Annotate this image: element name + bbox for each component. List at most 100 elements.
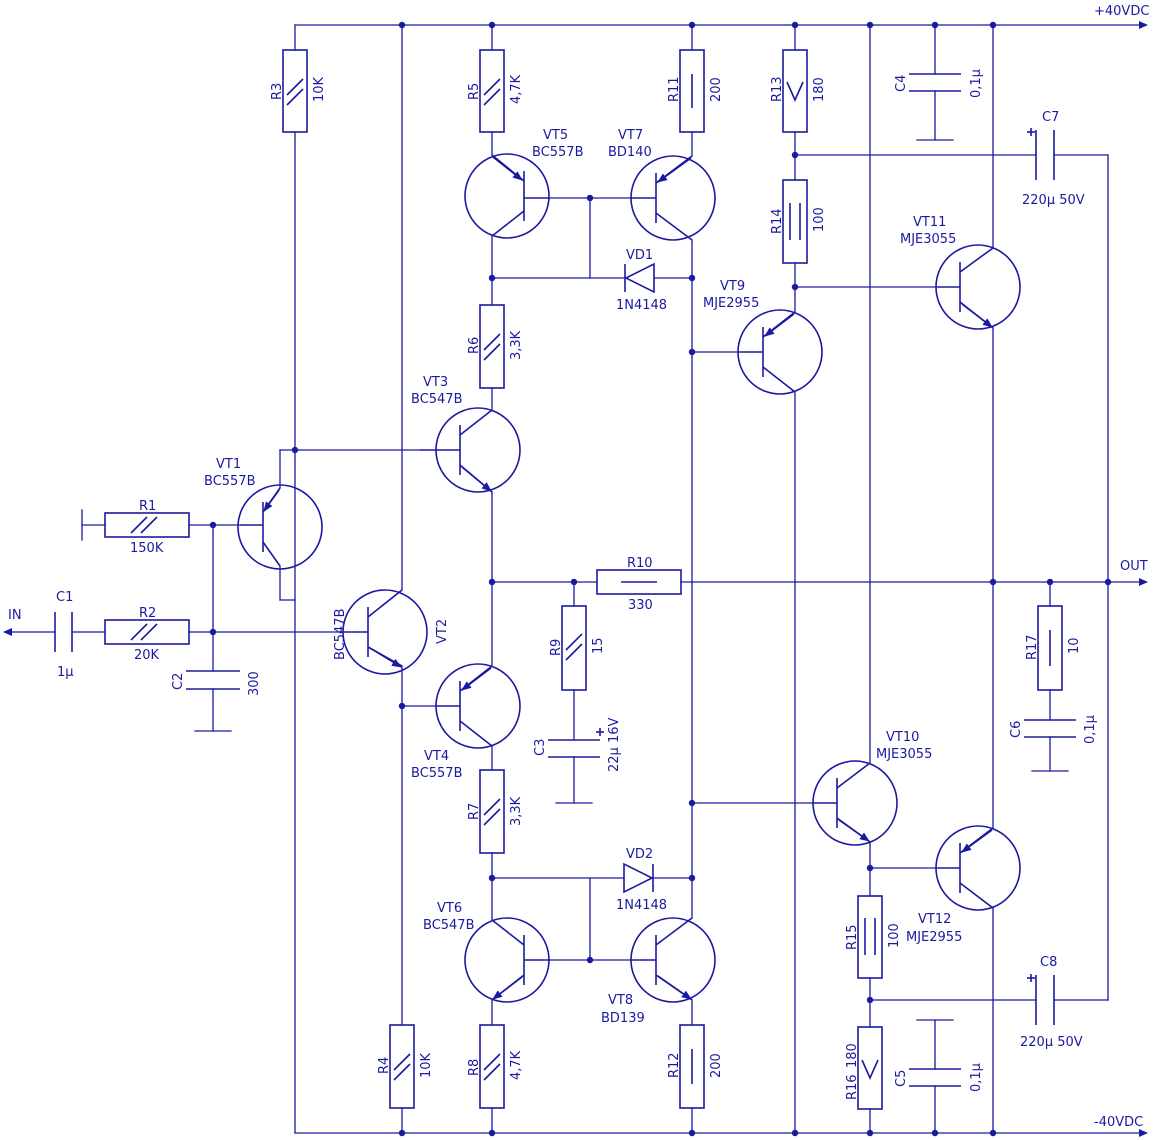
- junction-dot: [291, 446, 299, 454]
- junction-dot: [688, 874, 696, 882]
- transistor-vt1[interactable]: [237, 484, 323, 570]
- junction-dot: [586, 956, 594, 964]
- capacitor-c6[interactable]: [1024, 719, 1076, 738]
- resistor-r15[interactable]: [857, 895, 883, 979]
- transistor-vt5[interactable]: [464, 153, 550, 239]
- junction-dot: [688, 1129, 696, 1137]
- junction-dot: [570, 578, 578, 586]
- capacitor-c5[interactable]: [909, 1068, 961, 1087]
- c2-value: 300: [247, 671, 262, 696]
- junction-dot: [398, 1129, 406, 1137]
- resistor-r8[interactable]: [479, 1024, 505, 1109]
- vt11-ref: VT11: [913, 215, 946, 230]
- junction-dot: [209, 521, 217, 529]
- r8-value: 4,7K: [509, 1050, 524, 1080]
- resistor-r7[interactable]: [479, 769, 505, 854]
- transistor-vt11[interactable]: [935, 244, 1021, 330]
- r5-ref: R5: [467, 83, 482, 100]
- r7-value: 3,3K: [509, 796, 524, 826]
- transistor-vt7[interactable]: [630, 155, 716, 241]
- resistor-r6[interactable]: [479, 304, 505, 389]
- vd1-value: 1N4148: [616, 298, 667, 313]
- junction-dot: [688, 274, 696, 282]
- c8-ref: C8: [1040, 955, 1057, 970]
- c5-ref: C5: [894, 1070, 909, 1087]
- vt10-type: MJE3055: [876, 747, 932, 762]
- transistor-vt2[interactable]: [340, 589, 428, 675]
- capacitor-c2[interactable]: [186, 670, 240, 690]
- junction-dot: [791, 1129, 799, 1137]
- junction-dot: [586, 194, 594, 202]
- junction-dot: [866, 1129, 874, 1137]
- vt4-ref: VT4: [424, 749, 449, 764]
- r16-value: 180: [845, 1043, 860, 1068]
- vt11-type: MJE3055: [900, 232, 956, 247]
- r6-value: 3,3K: [509, 330, 524, 360]
- vt2-type: BC547B: [333, 609, 348, 661]
- transistor-vt9[interactable]: [737, 309, 823, 395]
- c2-ref: C2: [171, 673, 186, 690]
- vt3-ref: VT3: [423, 375, 448, 390]
- vd2-value: 1N4148: [616, 898, 667, 913]
- transistor-vt8[interactable]: [630, 917, 716, 1003]
- resistor-r13[interactable]: [782, 49, 808, 133]
- capacitor-c4[interactable]: [909, 73, 961, 92]
- junction-dot: [791, 21, 799, 29]
- transistor-vt3[interactable]: [420, 407, 521, 493]
- resistor-r3[interactable]: [282, 49, 308, 133]
- r9-value: 15: [591, 637, 606, 654]
- junction-dot: [989, 578, 997, 586]
- r10-value: 330: [628, 598, 653, 613]
- vt1-ref: VT1: [216, 457, 241, 472]
- r10-ref: R10: [627, 556, 653, 571]
- transistor-vt10[interactable]: [812, 760, 898, 846]
- junction-dot: [488, 274, 496, 282]
- c1-value: 1µ: [57, 665, 74, 680]
- r11-ref: R11: [667, 76, 682, 102]
- positive-rail-label: +40VDC: [1094, 4, 1149, 19]
- resistor-r2[interactable]: [104, 619, 190, 645]
- capacitor-c3[interactable]: [548, 728, 604, 758]
- junction-dot: [1104, 578, 1112, 586]
- c4-ref: C4: [894, 75, 909, 92]
- transistor-vt12[interactable]: [935, 825, 1021, 911]
- junction-dot: [398, 21, 406, 29]
- diode-vd2[interactable]: [623, 862, 654, 894]
- resistor-r16[interactable]: [857, 1026, 883, 1110]
- diode-vd1[interactable]: [624, 262, 655, 294]
- resistor-r10[interactable]: [596, 569, 682, 595]
- resistor-r4[interactable]: [389, 1024, 415, 1109]
- resistor-r14[interactable]: [782, 179, 808, 264]
- c3-ref: C3: [533, 739, 548, 756]
- vt2-ref: VT2: [435, 619, 450, 644]
- junction-dot: [209, 628, 217, 636]
- junction-dot: [791, 151, 799, 159]
- vt12-type: MJE2955: [906, 930, 962, 945]
- junction-dot: [1046, 578, 1054, 586]
- transistor-vt4[interactable]: [435, 663, 521, 749]
- junction-dots: [209, 21, 1112, 1137]
- resistor-r5[interactable]: [479, 49, 505, 133]
- resistor-r9[interactable]: [561, 605, 587, 691]
- r3-ref: R3: [270, 83, 285, 100]
- capacitor-c8[interactable]: [1027, 974, 1055, 1025]
- vt3-type: BC547B: [411, 392, 463, 407]
- rail-arrows: [3, 21, 1148, 1137]
- r2-ref: R2: [139, 606, 156, 621]
- capacitor-c1[interactable]: [54, 612, 73, 652]
- r1-ref: R1: [139, 499, 156, 514]
- r11-value: 200: [709, 77, 724, 102]
- resistor-r11[interactable]: [679, 49, 705, 133]
- junction-dot: [488, 21, 496, 29]
- r15-ref: R15: [845, 924, 860, 950]
- transistor-vt6[interactable]: [464, 917, 550, 1003]
- capacitor-c7[interactable]: [1027, 128, 1055, 180]
- resistor-r1[interactable]: [104, 512, 190, 538]
- resistor-r12[interactable]: [679, 1024, 705, 1109]
- vt12-ref: VT12: [918, 912, 951, 927]
- r15-value: 100: [887, 923, 902, 948]
- r7-ref: R7: [467, 803, 482, 820]
- r2-value: 20K: [134, 648, 160, 663]
- resistor-r17[interactable]: [1037, 605, 1063, 691]
